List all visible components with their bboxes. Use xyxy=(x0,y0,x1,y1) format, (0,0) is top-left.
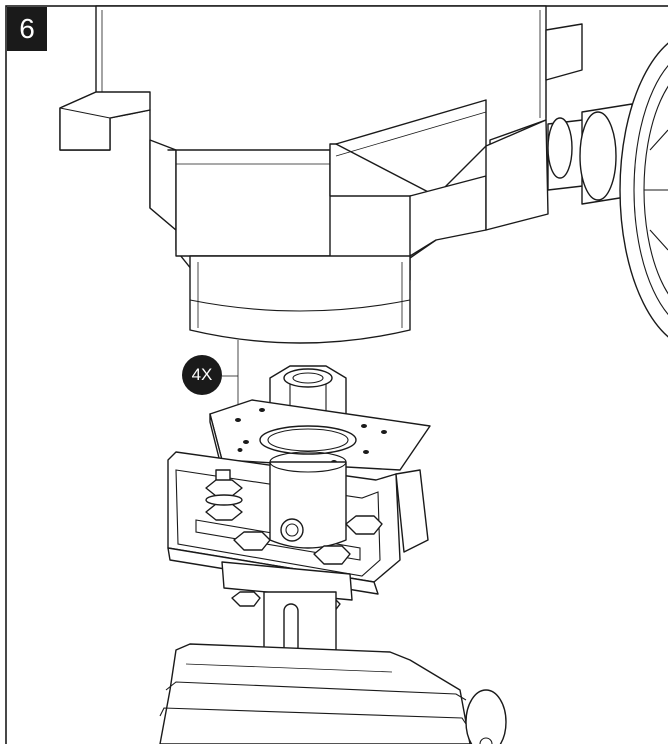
handwheel xyxy=(547,42,668,338)
step-number-badge: 6 xyxy=(7,7,47,51)
quantity-callout: 4X xyxy=(182,355,222,395)
coupling xyxy=(269,451,347,549)
valve-body xyxy=(159,591,507,744)
actuator-housing xyxy=(59,5,583,344)
